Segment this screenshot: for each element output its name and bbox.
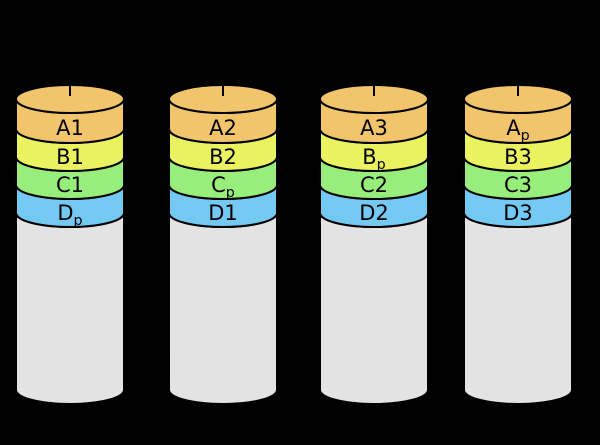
cylinder-body (15, 212, 125, 405)
block-label: Ap (506, 116, 530, 145)
block-label: D1 (208, 201, 238, 225)
block-label: Cp (211, 173, 235, 202)
block-label: D3 (503, 201, 533, 225)
cylinder-body (168, 212, 278, 405)
block-label: D2 (359, 201, 389, 225)
block-label: A3 (360, 116, 388, 140)
disk-cylinder-3: A3 Bp C2 D2 (317, 78, 431, 410)
block-label: Dp (57, 201, 83, 230)
block-label: C1 (55, 173, 85, 197)
cylinder-body (319, 212, 429, 405)
disk-cylinder-4: Ap B3 C3 D3 (461, 78, 575, 410)
disk-cylinder-1: A1 B1 C1 Dp (13, 78, 127, 410)
block-label: B1 (56, 145, 84, 169)
block-label: C2 (359, 173, 389, 197)
block-label: B2 (209, 145, 237, 169)
block-label: C3 (503, 173, 533, 197)
disk-cylinder-2-graphic (168, 78, 278, 405)
disk-cylinder-2: A2 B2 Cp D1 (166, 78, 280, 410)
disk-cylinder-4-graphic (463, 78, 573, 405)
cylinder-body (463, 212, 573, 405)
block-label: Bp (362, 145, 386, 174)
block-label: B3 (504, 145, 532, 169)
block-label: A1 (56, 116, 84, 140)
block-label: A2 (209, 116, 237, 140)
disk-cylinder-3-graphic (319, 78, 429, 405)
disk-cylinder-1-graphic (15, 78, 125, 405)
